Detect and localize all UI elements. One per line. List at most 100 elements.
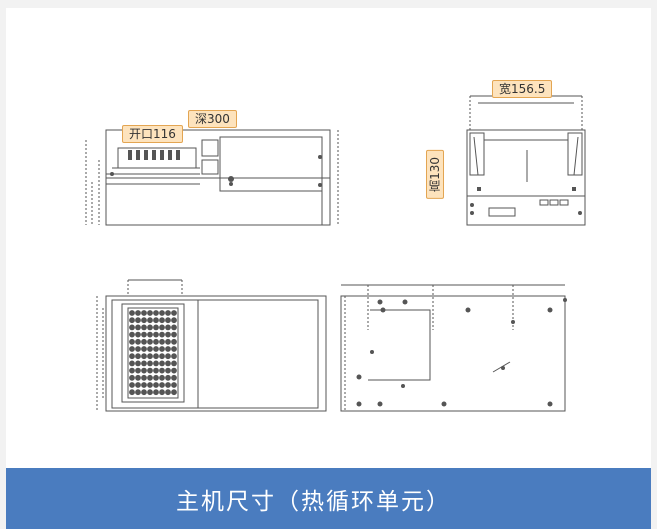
sample-well [153, 331, 159, 338]
sample-well [153, 317, 159, 324]
sample-well [153, 346, 159, 352]
sample-well [153, 324, 159, 331]
sample-well [153, 360, 159, 367]
top-view [96, 279, 327, 412]
sample-well [147, 374, 153, 381]
sample-well [165, 331, 171, 338]
sample-well [153, 353, 159, 360]
sample-well [165, 317, 171, 324]
sample-well [171, 338, 177, 345]
sample-well [165, 374, 171, 381]
height-dimension-label: 高130 [426, 150, 444, 199]
width-dimension-label: 宽156.5 [492, 80, 553, 98]
sample-well [135, 360, 141, 367]
depth-dimension-label: 深300 [188, 110, 237, 128]
sample-well [147, 360, 153, 367]
sample-well [171, 324, 177, 331]
sample-well [165, 382, 171, 388]
sample-well [165, 360, 171, 367]
sample-well [135, 382, 141, 388]
sample-well [129, 389, 135, 396]
sample-well [159, 367, 165, 374]
sample-well [165, 367, 171, 374]
sample-well [171, 317, 177, 324]
banner-title: 主机尺寸（热循环单元） [176, 488, 451, 515]
sample-well [135, 338, 141, 345]
sample-well [171, 389, 177, 396]
sample-well [147, 317, 153, 324]
sample-well [141, 367, 147, 374]
sample-well [147, 389, 153, 396]
sample-well [153, 374, 159, 381]
sample-well [129, 331, 135, 338]
sample-well [129, 338, 135, 345]
sample-well [147, 382, 153, 388]
sample-well [147, 346, 153, 352]
sample-well [153, 310, 159, 316]
sample-well [141, 374, 147, 381]
sample-well [141, 310, 147, 316]
sample-well [129, 374, 135, 381]
sample-well [141, 360, 147, 367]
sample-well [129, 324, 135, 331]
sample-well [171, 310, 177, 316]
sample-well [147, 324, 153, 331]
sample-well [171, 353, 177, 360]
sample-well [153, 338, 159, 345]
sample-well [159, 360, 165, 367]
sample-well [159, 353, 165, 360]
sample-well [135, 317, 141, 324]
side-view [466, 95, 586, 226]
caption-banner: 主机尺寸（热循环单元） [6, 468, 651, 529]
sample-well [159, 331, 165, 338]
sample-well [141, 317, 147, 324]
sample-well [153, 382, 159, 388]
sample-well [147, 338, 153, 345]
sample-well [129, 317, 135, 324]
sample-well [141, 353, 147, 360]
sample-well [141, 382, 147, 388]
front-view [85, 129, 339, 226]
bottom-view [340, 284, 566, 412]
sample-well [165, 338, 171, 345]
dimension-drawing [85, 95, 586, 412]
sample-well [159, 382, 165, 388]
sample-well [135, 331, 141, 338]
sample-well [135, 310, 141, 316]
sample-well [159, 310, 165, 316]
sample-well [135, 324, 141, 331]
opening-dimension-label: 开口116 [122, 125, 183, 143]
sample-well [171, 382, 177, 388]
sample-well [147, 353, 153, 360]
sample-well [147, 367, 153, 374]
sample-well [129, 346, 135, 352]
sample-well [171, 360, 177, 367]
sample-well [147, 310, 153, 316]
sample-well [165, 310, 171, 316]
sample-well [141, 346, 147, 352]
sample-well [165, 346, 171, 352]
sample-well [171, 346, 177, 352]
sample-well [141, 338, 147, 345]
sample-well [171, 367, 177, 374]
sample-well [129, 360, 135, 367]
sample-well-grid [129, 310, 177, 396]
sample-well [135, 374, 141, 381]
sample-well [135, 367, 141, 374]
sample-well [159, 346, 165, 352]
sample-well [141, 324, 147, 331]
sample-well [129, 382, 135, 388]
sample-well [129, 310, 135, 316]
sample-well [153, 367, 159, 374]
sample-well [135, 389, 141, 396]
sample-well [141, 389, 147, 396]
sample-well [159, 389, 165, 396]
sample-well [159, 338, 165, 345]
sample-well [171, 331, 177, 338]
sample-well [171, 374, 177, 381]
sample-well [159, 374, 165, 381]
sample-well [159, 324, 165, 331]
sample-well [129, 353, 135, 360]
sample-well [141, 331, 147, 338]
sample-well [147, 331, 153, 338]
